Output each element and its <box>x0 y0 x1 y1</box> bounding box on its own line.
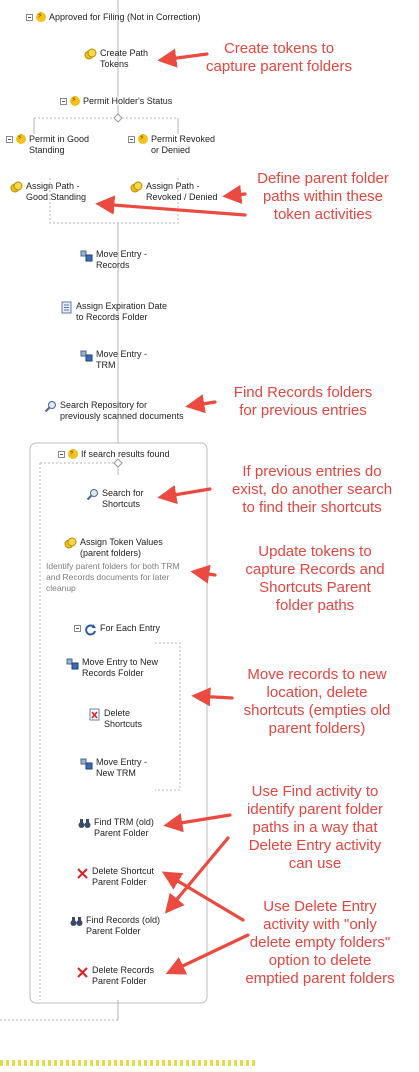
move-entry-icon <box>80 249 93 262</box>
bottom-border-strip <box>0 1060 255 1066</box>
arrow-assign-token <box>190 564 217 584</box>
delete-x-icon <box>76 965 89 978</box>
node-create-path-tokens[interactable]: Create Path Tokens <box>84 48 148 70</box>
assign-token-description: Identify parent folders for both TRM and… <box>46 561 180 593</box>
arrow-find-records <box>164 836 230 914</box>
node-find-records-parent[interactable]: Find Records (old) Parent Folder <box>70 915 160 937</box>
collapse-toggle-icon[interactable] <box>60 98 67 105</box>
loop-icon <box>84 623 97 636</box>
document-icon <box>60 301 73 314</box>
node-move-entry-new-records[interactable]: Move Entry to New Records Folder <box>66 657 158 679</box>
node-assign-token-values[interactable]: Assign Token Values (parent folders) <box>64 537 163 559</box>
node-permit-good-standing[interactable]: Permit in Good Standing <box>6 132 89 156</box>
arrow-move-delete <box>191 687 234 707</box>
arrow-delete-records-parent <box>165 933 250 975</box>
node-delete-shortcuts[interactable]: Delete Shortcuts <box>88 708 142 730</box>
token-icon <box>84 48 97 61</box>
binoculars-icon <box>78 817 91 830</box>
annotation-move-records: Move records to new location, delete sho… <box>243 666 391 737</box>
condition-bolt-icon <box>138 132 148 144</box>
move-entry-icon <box>80 757 93 770</box>
arrow-find-trm <box>163 813 232 833</box>
search-icon <box>86 488 99 501</box>
arrow-create-tokens <box>157 48 209 68</box>
node-move-entry-records[interactable]: Move Entry - Records <box>80 249 147 271</box>
condition-bolt-icon <box>68 447 78 459</box>
delete-x-icon <box>76 866 89 879</box>
condition-bolt-icon <box>16 132 26 144</box>
annotation-create-tokens: Create tokens to capture parent folders <box>206 40 352 75</box>
annotation-search-shortcuts: If previous entries do exist, do another… <box>231 463 393 516</box>
binoculars-icon <box>70 915 83 928</box>
move-entry-icon <box>80 349 93 362</box>
search-icon <box>44 400 57 413</box>
arrow-assign-good <box>95 195 247 217</box>
node-move-entry-trm[interactable]: Move Entry - TRM <box>80 349 147 371</box>
node-permit-revoked[interactable]: Permit Revoked or Denied <box>128 132 215 156</box>
node-find-trm-parent[interactable]: Find TRM (old) Parent Folder <box>78 817 154 839</box>
arrow-search-shortcuts <box>157 485 212 505</box>
node-search-repository[interactable]: Search Repository for previously scanned… <box>44 400 184 422</box>
arrow-delete-shortcut-parent <box>161 871 245 922</box>
if-branch-box <box>29 442 208 1004</box>
annotation-define-paths: Define parent folder paths within these … <box>257 170 389 223</box>
token-icon <box>10 181 23 194</box>
collapse-toggle-icon[interactable] <box>6 136 13 143</box>
node-assign-path-revoked[interactable]: Assign Path - Revoked / Denied <box>130 181 218 203</box>
collapse-toggle-icon[interactable] <box>128 136 135 143</box>
condition-bolt-icon <box>70 94 80 106</box>
token-icon <box>130 181 143 194</box>
annotation-delete-entry: Use Delete Entry activity with "only del… <box>245 898 395 987</box>
collapse-toggle-icon[interactable] <box>74 625 81 632</box>
node-delete-shortcut-parent[interactable]: Delete Shortcut Parent Folder <box>76 866 154 888</box>
node-move-entry-new-trm[interactable]: Move Entry - New TRM <box>80 757 147 779</box>
node-assign-path-good[interactable]: Assign Path - Good Standing <box>10 181 86 203</box>
token-icon <box>64 537 77 550</box>
collapse-toggle-icon[interactable] <box>26 14 33 21</box>
move-entry-icon <box>66 657 79 670</box>
node-permit-holder-status[interactable]: Permit Holder's Status <box>60 94 172 107</box>
annotation-find-records: Find Records folders for previous entrie… <box>233 384 373 419</box>
condition-bolt-icon <box>36 10 46 22</box>
node-if-search-results[interactable]: If search results found <box>58 447 170 460</box>
annotation-update-tokens: Update tokens to capture Records and Sho… <box>245 543 385 614</box>
node-for-each-entry[interactable]: For Each Entry <box>74 623 160 636</box>
node-approved-for-filing[interactable]: Approved for Filing (Not in Correction) <box>26 10 201 23</box>
node-assign-expiration[interactable]: Assign Expiration Date to Records Folder <box>60 301 167 323</box>
node-delete-records-parent[interactable]: Delete Records Parent Folder <box>76 965 154 987</box>
node-search-shortcuts[interactable]: Search for Shortcuts <box>86 488 144 510</box>
annotation-find-activity: Use Find activity to identify parent fol… <box>247 783 383 872</box>
arrow-assign-revoked <box>222 184 247 204</box>
collapse-toggle-icon[interactable] <box>58 451 65 458</box>
delete-entry-icon <box>88 708 101 721</box>
arrow-search-repo <box>185 394 217 414</box>
